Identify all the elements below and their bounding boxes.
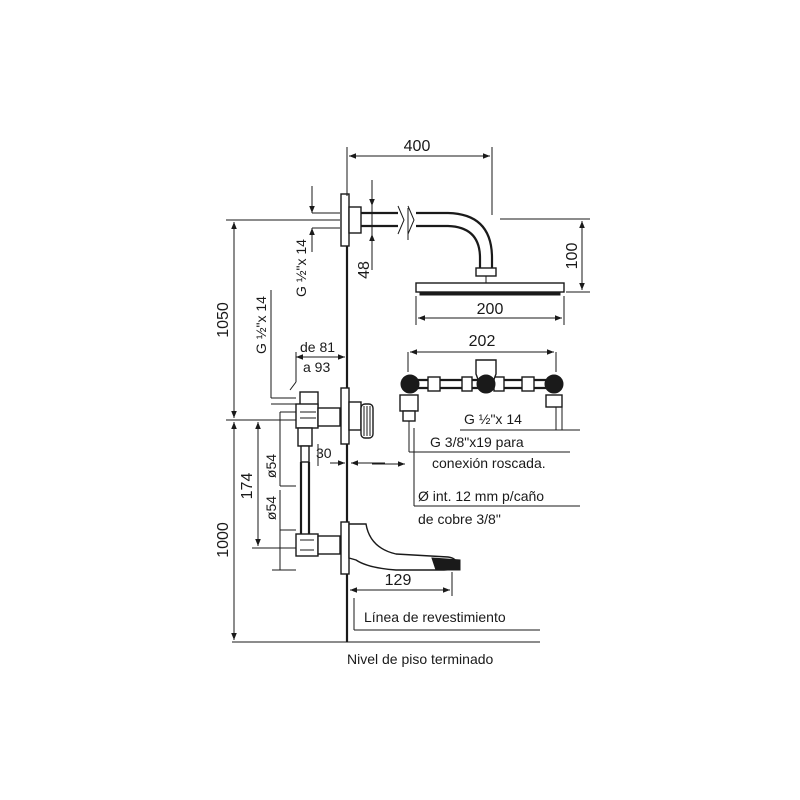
mixer-valve	[295, 387, 374, 463]
thread-connection-line1: G 3/8"x19 para	[430, 434, 524, 450]
dim-pipe-dia-lower-label: ø54	[263, 496, 279, 520]
dim-top-thread-label: G ½"x 14	[293, 239, 309, 297]
floor-line-label: Nivel de piso terminado	[347, 651, 494, 667]
dim-depth-range-line2: a 93	[303, 359, 330, 375]
dim-depth-range-line1: de 81	[300, 339, 335, 355]
copper-pipe-callout: Ø int. 12 mm p/caño de cobre 3/8"	[413, 428, 580, 527]
wall-line-callout: Línea de revestimiento	[353, 598, 540, 631]
copper-pipe-line2: de cobre 3/8"	[418, 511, 501, 527]
dim-wall-offset-label: 48	[356, 261, 373, 279]
bath-spout	[348, 523, 461, 571]
shower-head	[415, 282, 565, 296]
shower-arm	[340, 193, 497, 283]
dim-side-thread-label: G ½"x 14	[253, 296, 269, 354]
dim-head-width: 200	[415, 296, 565, 325]
plan-valve-body: 202 G ½"x 14	[399, 333, 580, 431]
dim-valve-spacing-label: 174	[239, 473, 256, 500]
dim-arm-length-label: 400	[404, 138, 431, 155]
wall-line-label: Línea de revestimiento	[364, 609, 506, 625]
dim-plan-width-label: 202	[469, 333, 496, 350]
dim-spout-length-label: 129	[385, 572, 412, 589]
dim-arm-length: 400	[346, 138, 493, 215]
dim-top-height-label: 1050	[215, 302, 232, 338]
dim-arm-drop: 100	[500, 218, 590, 293]
supply-pipe	[299, 462, 311, 534]
dim-pipe-dia-upper: ø54	[263, 411, 296, 487]
copper-pipe-line1: Ø int. 12 mm p/caño	[418, 488, 544, 504]
dim-bottom-height-label: 1000	[215, 522, 232, 558]
plan-thread-label: G ½"x 14	[464, 411, 522, 427]
dim-depth-range: de 81 a 93	[289, 339, 345, 391]
diverter-valve	[295, 521, 350, 575]
dim-arm-drop-label: 100	[564, 243, 581, 270]
thread-connection-callout: G 3/8"x19 para conexión roscada.	[372, 428, 570, 471]
thread-connection-line2: conexión roscada.	[432, 455, 546, 471]
dim-top-height: 1050	[215, 219, 340, 418]
dim-side-thread: G ½"x 14	[253, 290, 296, 405]
dim-valve-gap: 30	[316, 444, 385, 466]
dim-spout-length: 129	[350, 572, 453, 596]
dim-valve-spacing: 174	[239, 419, 296, 549]
dim-head-width-label: 200	[477, 301, 504, 318]
dim-pipe-dia-upper-label: ø54	[263, 454, 279, 478]
dim-valve-gap-label: 30	[316, 445, 332, 461]
dim-pipe-dia-lower: ø54	[263, 490, 296, 571]
dim-top-thread: G ½"x 14	[293, 186, 409, 297]
dim-wall-offset: 48	[356, 180, 375, 279]
